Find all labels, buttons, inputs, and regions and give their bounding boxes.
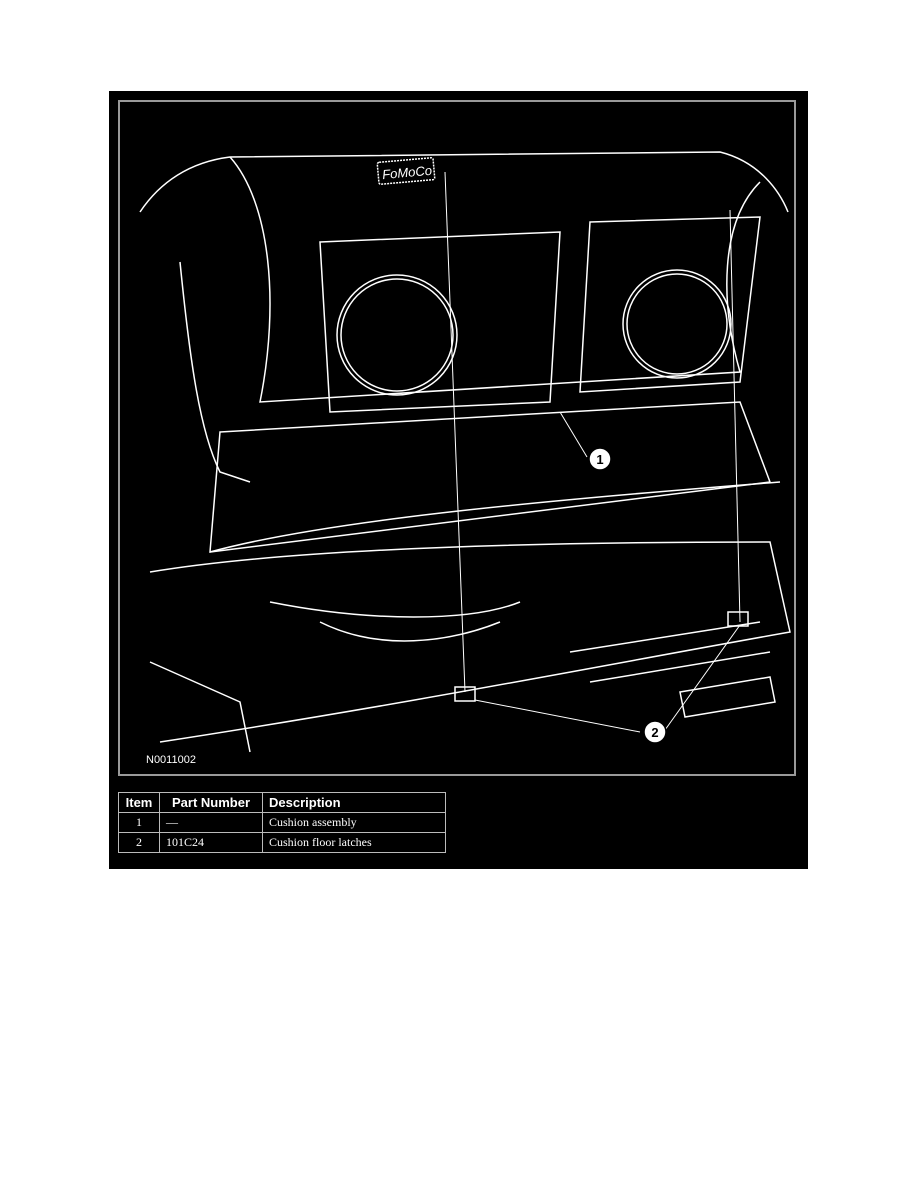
callout-2-leader	[474, 699, 641, 733]
floor-latch-right	[727, 611, 749, 627]
seat-back-outline	[139, 151, 789, 213]
floor-latch-left	[454, 686, 476, 702]
header-part-number: Part Number	[159, 792, 263, 813]
header-item: Item	[118, 792, 160, 813]
document-page: FoMoCo 1 2 N0011002 Item Part Number Des…	[109, 91, 808, 869]
right-speaker-opening	[622, 269, 732, 379]
description-cell: Cushion floor latches	[262, 832, 446, 853]
callout-1-label: 1	[596, 452, 603, 467]
header-description: Description	[262, 792, 446, 813]
item-cell: 2	[118, 832, 160, 853]
callout-2	[643, 720, 667, 744]
callout-1-leader	[559, 411, 588, 458]
table-header-row: Item Part Number Description	[118, 792, 446, 813]
fomoco-logo-text: FoMoCo	[382, 163, 433, 182]
part-number-cell: 101C24	[159, 832, 263, 853]
table-row: 2 101C24 Cushion floor latches	[118, 832, 446, 853]
callout-1	[588, 447, 612, 471]
cushion-assembly	[209, 401, 772, 553]
illustration-frame: FoMoCo 1 2 N0011002	[118, 100, 796, 776]
seat-cushion-illustration: FoMoCo 1 2	[139, 151, 791, 753]
fomoco-logo	[376, 157, 436, 185]
parts-table: Item Part Number Description 1 — Cushion…	[118, 792, 446, 853]
left-speaker-opening	[336, 274, 458, 396]
description-cell: Cushion assembly	[262, 812, 446, 833]
item-cell: 1	[118, 812, 160, 833]
figure-id: N0011002	[146, 754, 196, 766]
part-number-cell: —	[159, 812, 263, 833]
table-row: 1 — Cushion assembly	[118, 812, 446, 833]
callout-2-label: 2	[651, 725, 658, 740]
